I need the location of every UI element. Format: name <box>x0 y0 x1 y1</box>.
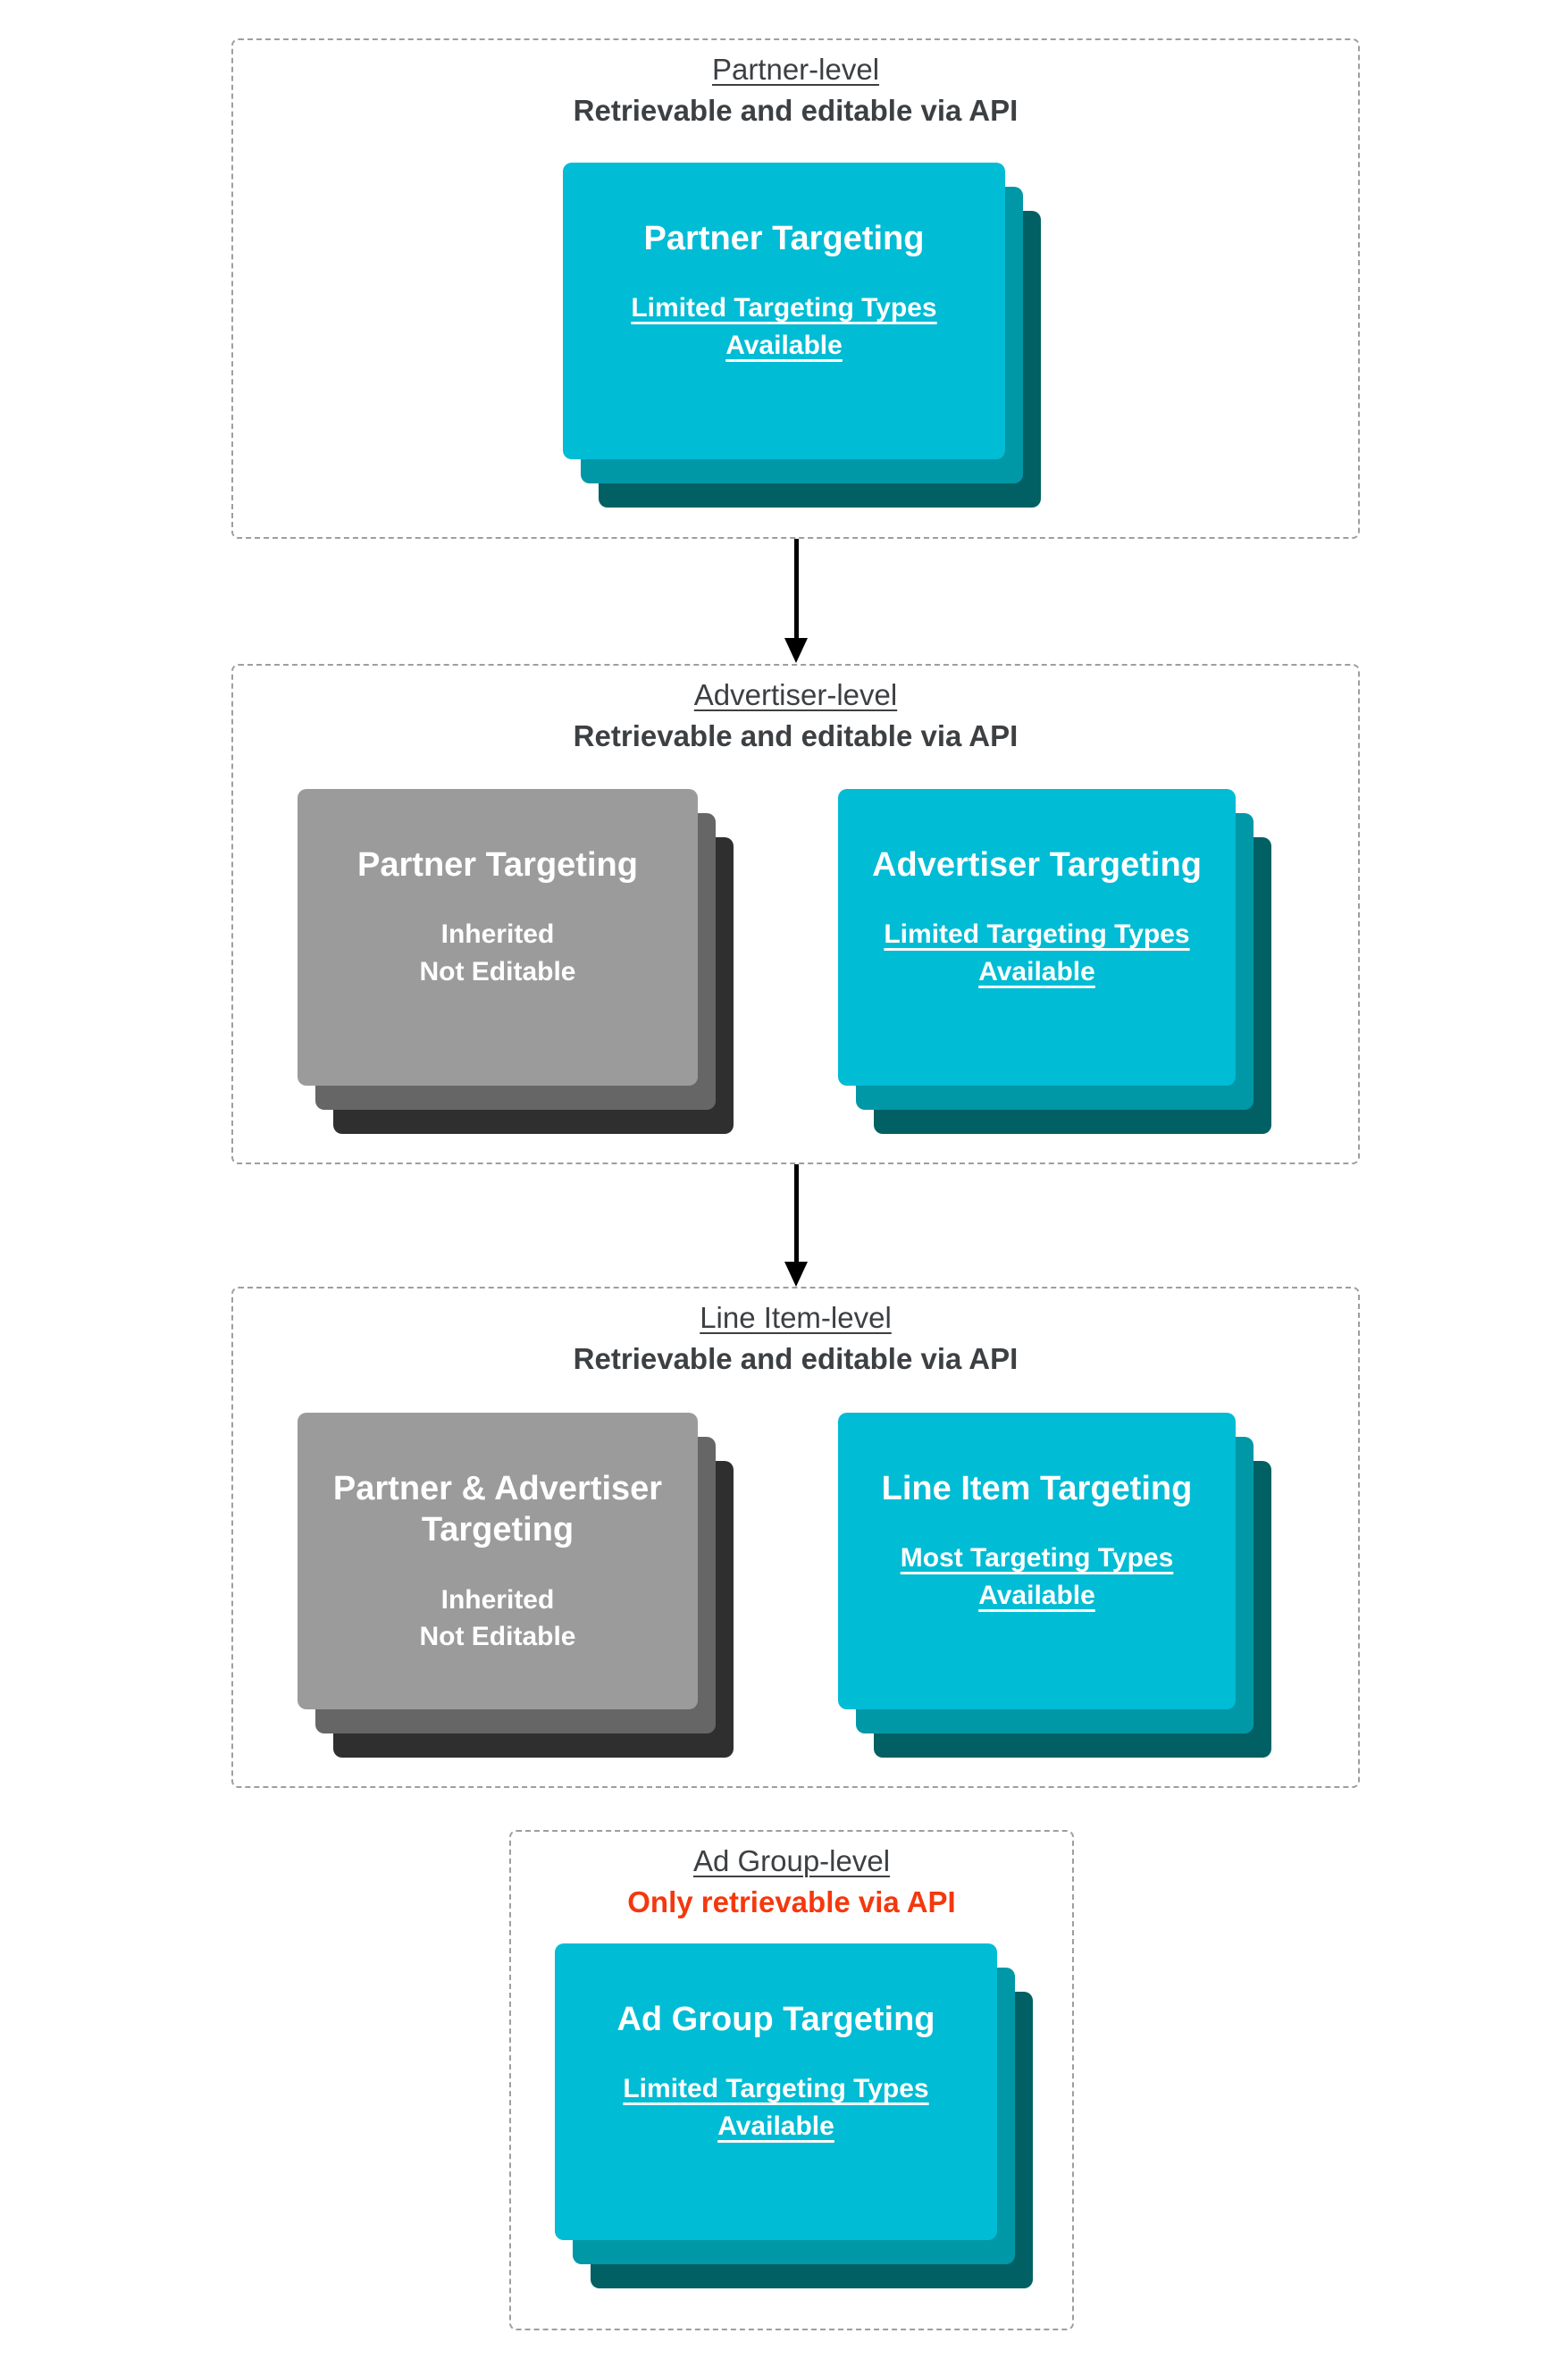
section-subtitle: Retrievable and editable via API <box>573 719 1019 752</box>
section-ad-group-level: Ad Group-level Only retrievable via API … <box>509 1830 1074 2330</box>
section-line-item-level: Line Item-level Retrievable and editable… <box>231 1287 1360 1788</box>
card-title: Advertiser Targeting <box>872 846 1202 884</box>
card-body: Limited Targeting Types Available <box>884 919 1190 986</box>
card-line: Not Editable <box>419 1622 576 1652</box>
section-advertiser-level: Advertiser-level Retrievable and editabl… <box>231 664 1360 1164</box>
card-body: Most Targeting Types Available <box>900 1543 1174 1610</box>
card-partner-targeting: Partner Targeting Limited Targeting Type… <box>563 163 1005 459</box>
card-title: Partner Targeting <box>357 846 638 884</box>
arrow-line <box>793 1164 799 1262</box>
card-title: Ad Group Targeting <box>616 2001 935 2038</box>
arrow-head <box>784 1262 808 1287</box>
card-body: Inherited Not Editable <box>419 916 575 990</box>
down-arrow-icon <box>784 1164 809 1287</box>
card-line-item-targeting: Line Item Targeting Most Targeting Types… <box>838 1413 1236 1709</box>
card-line: Not Editable <box>419 956 576 986</box>
section-subtitle: Retrievable and editable via API <box>573 94 1019 127</box>
card-inherited-partner-targeting: Partner Targeting Inherited Not Editable <box>298 789 698 1086</box>
section-title: Ad Group-level <box>692 1844 891 1877</box>
card-title: Partner & Advertiser Targeting <box>332 1470 663 1549</box>
section-subtitle-alert: Only retrievable via API <box>627 1885 956 1918</box>
card-line: Inherited <box>440 919 555 950</box>
arrow-head <box>784 638 808 663</box>
section-title: Partner-level <box>711 53 880 86</box>
card-line: Inherited <box>440 1584 555 1615</box>
section-partner-level: Partner-level Retrievable and editable v… <box>231 38 1360 539</box>
arrow-line <box>793 539 799 638</box>
card-body: Limited Targeting Types Available <box>623 2074 929 2141</box>
down-arrow-icon <box>784 539 809 663</box>
section-subtitle: Retrievable and editable via API <box>573 1342 1019 1375</box>
card-title: Line Item Targeting <box>881 1470 1193 1507</box>
card-body: Limited Targeting Types Available <box>631 293 937 360</box>
card-inherited-partner-advertiser-targeting: Partner & Advertiser Targeting Inherited… <box>298 1413 698 1709</box>
card-advertiser-targeting: Advertiser Targeting Limited Targeting T… <box>838 789 1236 1086</box>
section-title: Advertiser-level <box>693 678 898 711</box>
section-title: Line Item-level <box>700 1301 892 1334</box>
card-title: Partner Targeting <box>643 220 925 257</box>
card-body: Inherited Not Editable <box>419 1582 575 1656</box>
card-ad-group-targeting: Ad Group Targeting Limited Targeting Typ… <box>555 1943 997 2240</box>
